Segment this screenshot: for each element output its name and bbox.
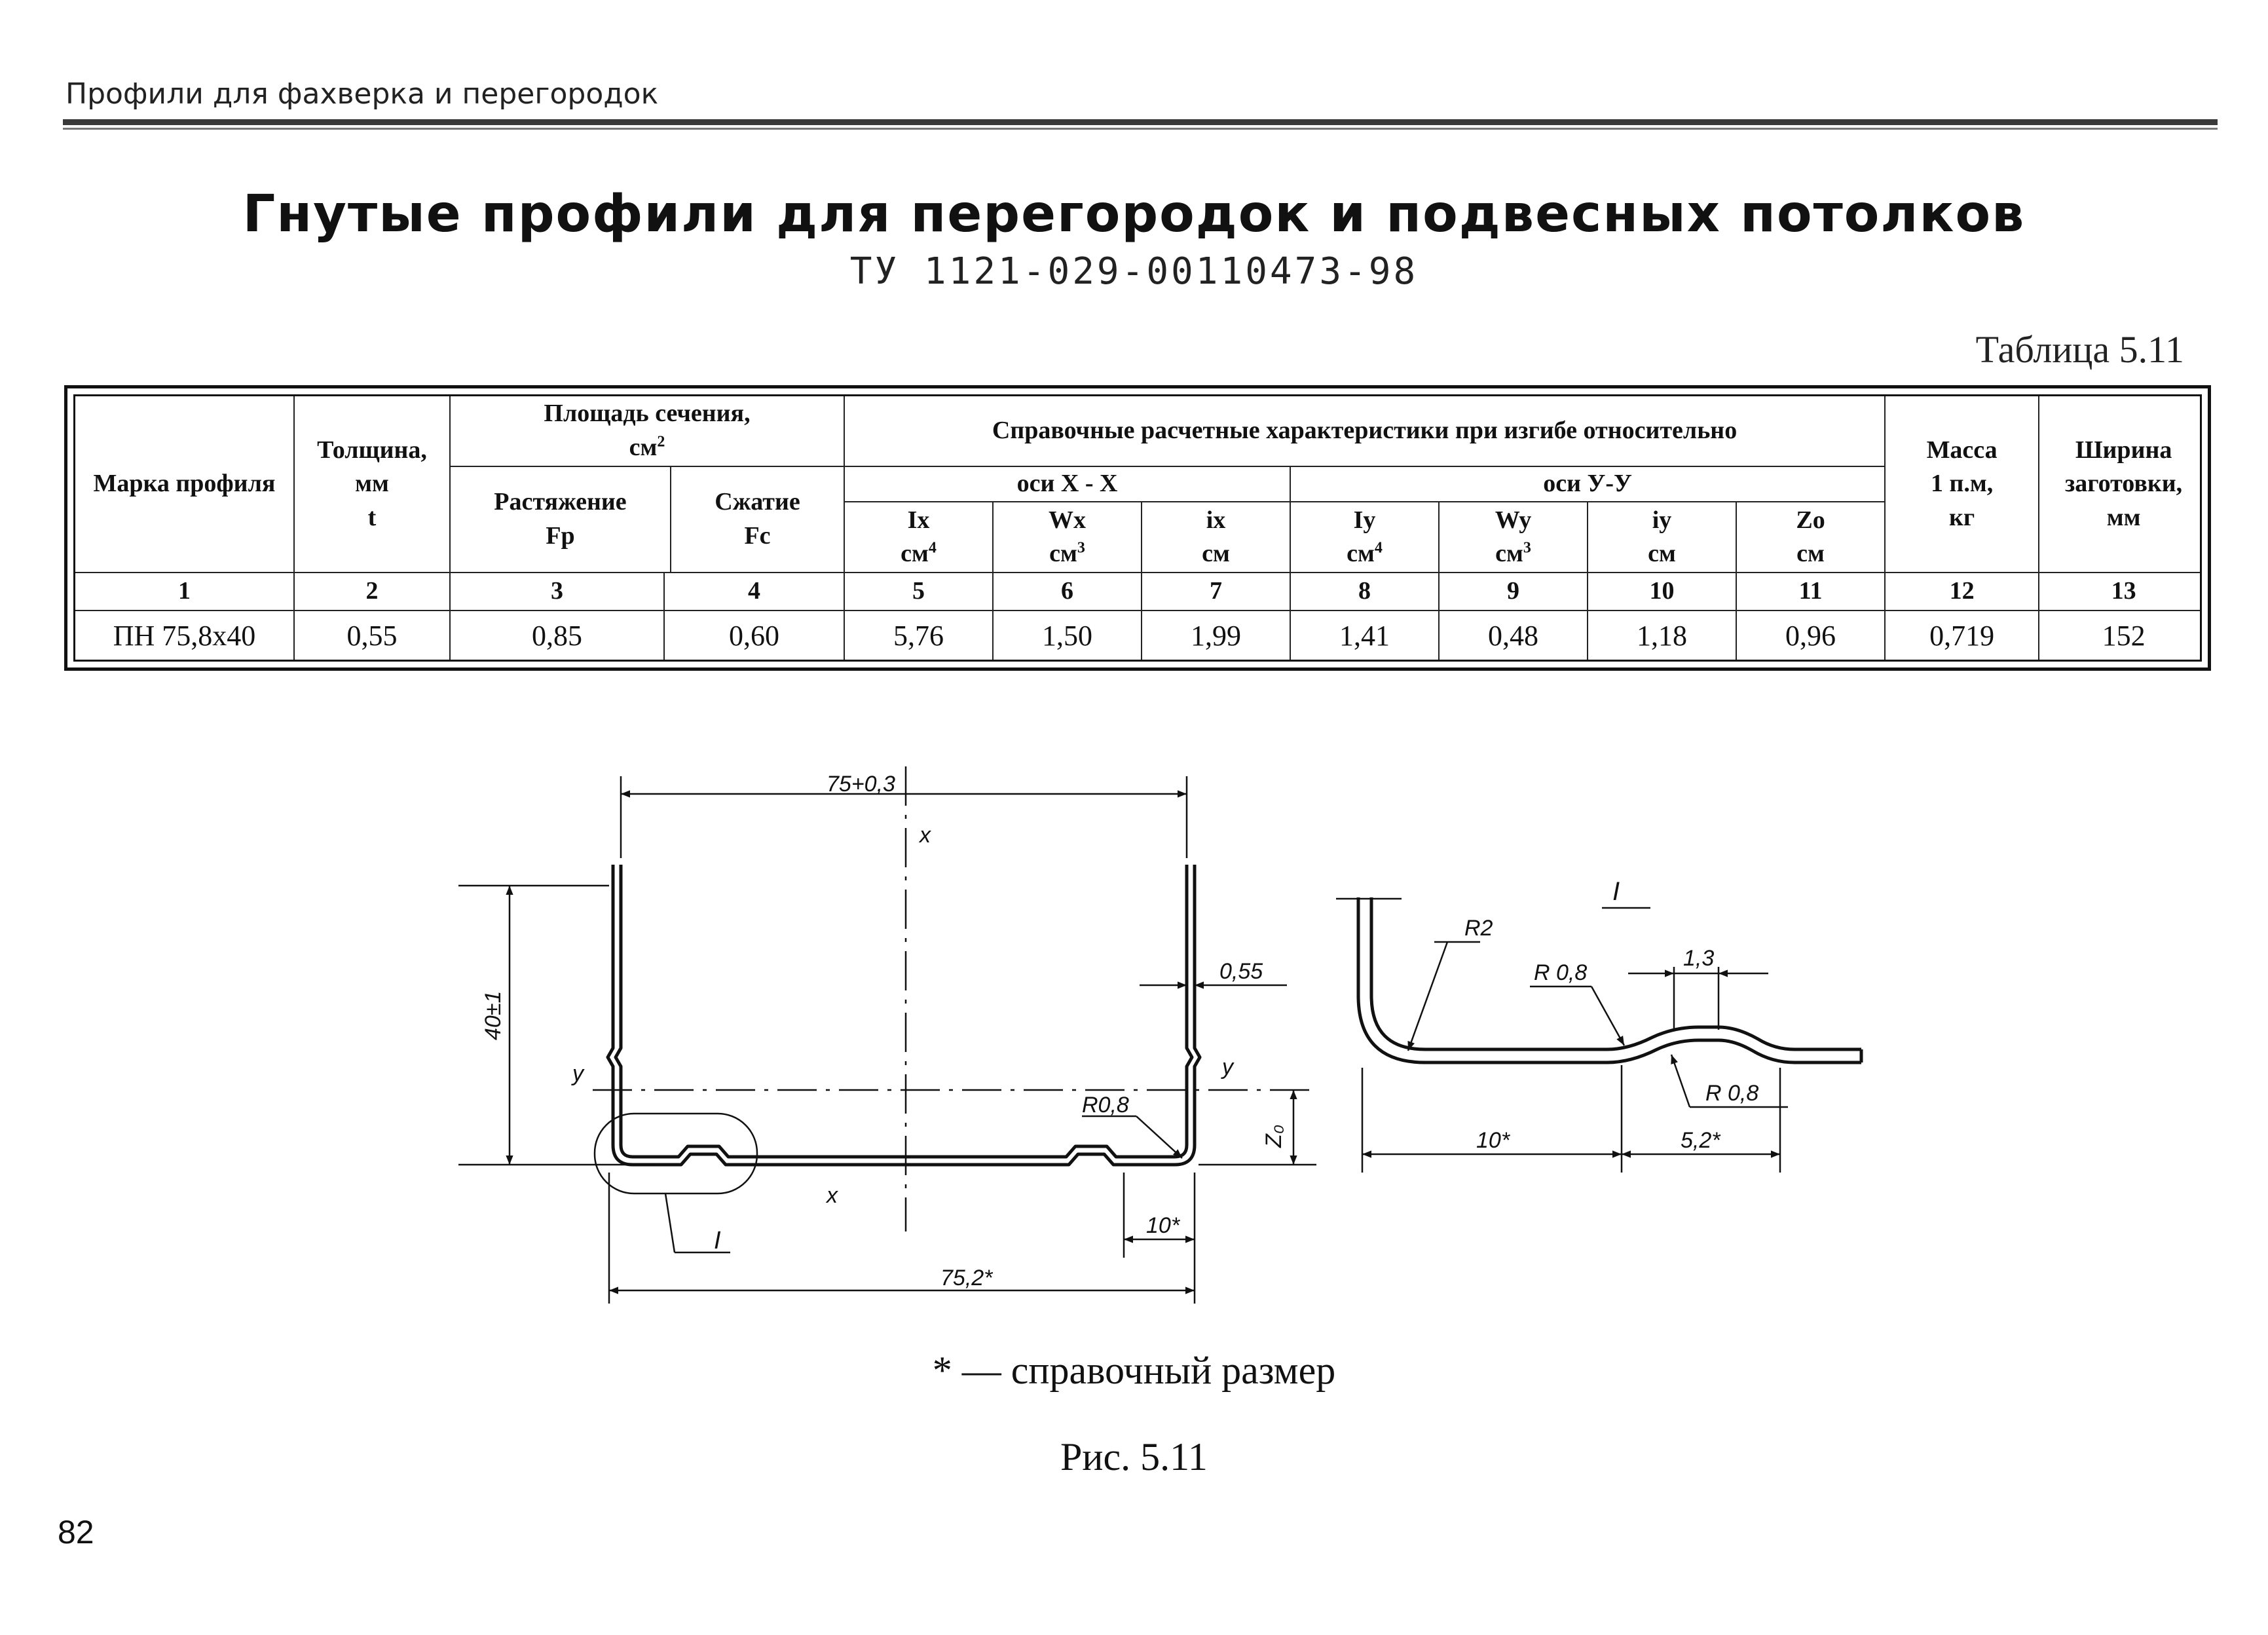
detail-lines [1336,897,1788,1173]
cell-wy: 0,48 [1438,610,1589,660]
header-rule [63,119,2218,130]
cell-iy-big: 1,41 [1290,610,1440,660]
figure-caption: Рис. 5.11 [1060,1435,1208,1478]
header-axis-x: оси X - X [844,465,1292,503]
cell-ix-small: 1,99 [1141,610,1292,660]
table-label: Таблица 5.11 [1975,328,2184,371]
header-thickness: Толщина, мм t [293,396,451,573]
detail-10-label: 10* [1476,1128,1511,1153]
dim-height-label: 40±1 [481,991,506,1040]
footnote: * — справочный размер [932,1349,1336,1392]
dim-10-label: 10* [1146,1213,1181,1238]
header-width: Ширина заготовки, мм [2038,396,2200,573]
page-title: Гнутые профили для перегородок и подвесн… [242,185,2026,244]
cell-width: 152 [2038,610,2200,660]
cell-zo: 0,96 [1736,610,1886,660]
cell-mass: 0,719 [1884,610,2040,660]
axis-y-right-label: y [1221,1055,1235,1080]
dim-thickness-label: 0,55 [1219,959,1263,984]
cell-compression: 0,60 [663,610,846,660]
dim-radius-label: R0,8 [1082,1093,1129,1118]
detail-r08a-label: R 0,8 [1534,960,1587,985]
detail-r08b-label: R 0,8 [1705,1081,1758,1106]
header-mass: Масса 1 п.м, кг [1884,396,2040,573]
running-header: Профили для фахверка и перегородок [65,77,659,111]
header-mark: Марка профиля [75,396,295,573]
axis-x-top-label: x [918,823,931,848]
dim-top-label: 75+0,3 [827,772,895,797]
detail-52-label: 5,2* [1681,1128,1721,1153]
header-area: Площадь сечения, см2 [449,396,846,467]
cell-tension: 0,85 [449,610,665,660]
axis-x-bottom-label: x [825,1183,838,1208]
drawing-lines [458,766,1316,1304]
detail-13-label: 1,3 [1683,946,1714,971]
dim-zo-label: Z₀ [1261,1125,1286,1148]
cell-mark: ПН 75,8х40 [75,610,295,660]
cell-wx: 1,50 [992,610,1143,660]
u-profile-section [606,865,1202,1167]
page-number: 82 [58,1514,94,1550]
dim-bottom-label: 75,2* [940,1266,994,1290]
detail-mark-label: I [714,1227,721,1254]
detail-title-label: I [1612,877,1620,906]
cell-iy-small: 1,18 [1587,610,1738,660]
detail-i-section [1356,897,1863,1064]
axis-y-left-label: y [571,1061,585,1086]
cell-ix-big: 5,76 [844,610,994,660]
detail-r2-label: R2 [1464,916,1493,941]
profile-table: Марка профиля Толщина, мм t Площадь сече… [64,385,2211,671]
page-subtitle: ТУ 1121-029-00110473-98 [849,250,1419,293]
header-reference: Справочные расчетные характеристики при … [844,396,1886,467]
header-axis-y: оси У-У [1290,465,1886,503]
cell-thickness: 0,55 [293,610,451,660]
